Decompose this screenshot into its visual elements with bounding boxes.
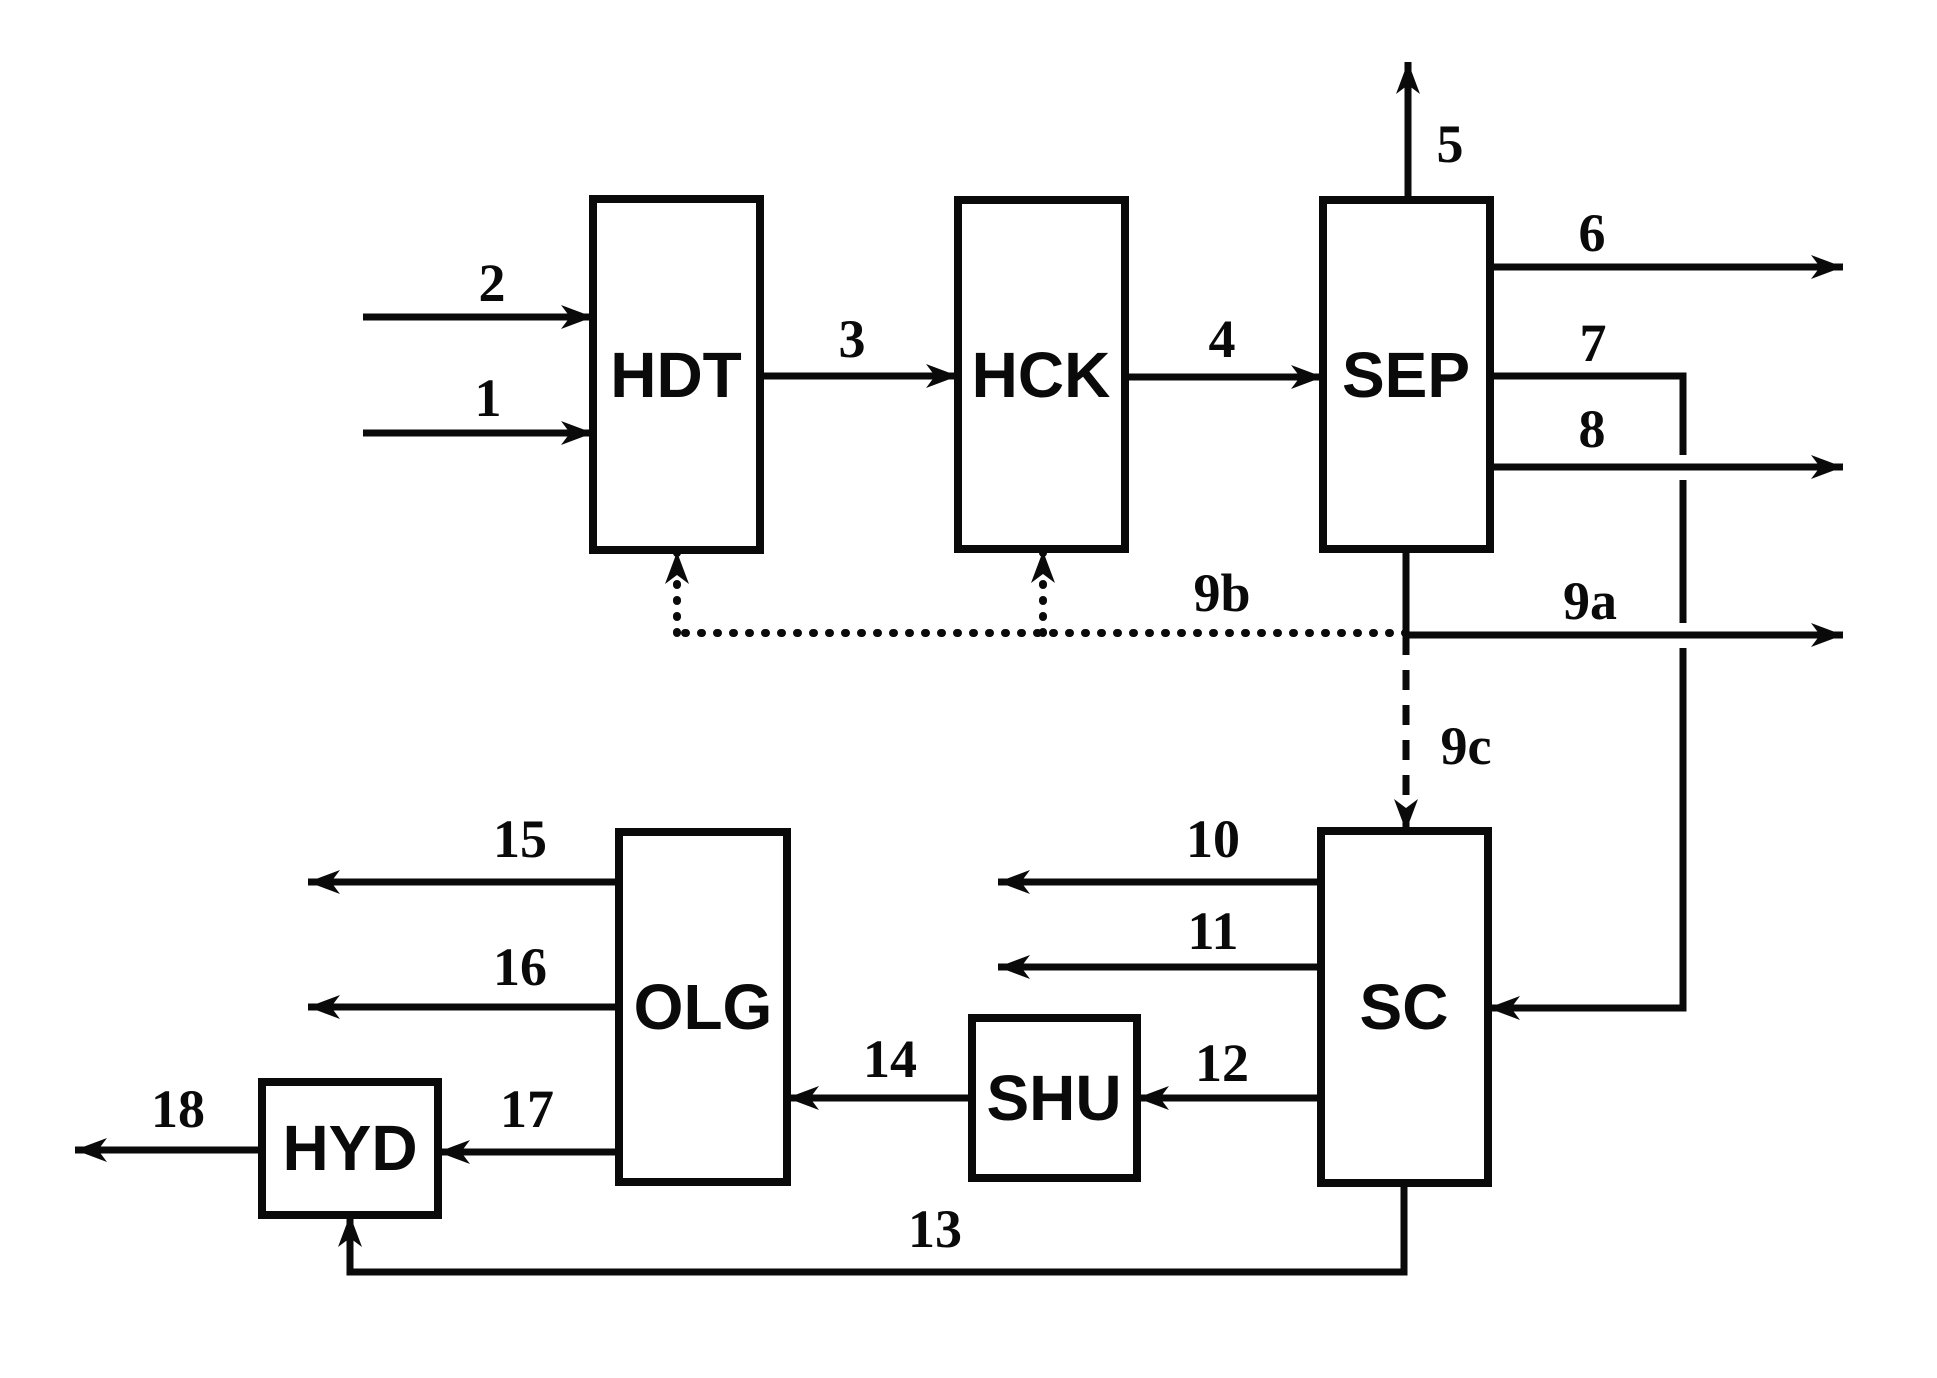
unit-box-hck: HCK <box>954 196 1129 553</box>
sc-box-outline <box>1317 827 1492 1187</box>
stream-label-14: 14 <box>863 1029 917 1089</box>
stream-label-10: 10 <box>1186 809 1240 869</box>
stream-label-8: 8 <box>1579 399 1606 459</box>
stream-line-13 <box>338 1183 1408 1276</box>
olg-box-outline <box>615 828 791 1186</box>
stream-label-9b: 9b <box>1193 563 1250 623</box>
stream-line-7 <box>1488 372 1687 1008</box>
unit-boxes: HDT HCK SEP OLG SHU SC HYD <box>258 195 1494 1219</box>
unit-box-shu: SHU <box>968 1014 1141 1182</box>
unit-box-olg: OLG <box>615 828 791 1186</box>
shu-box-label: SHU <box>986 1062 1121 1134</box>
stream-label-9c: 9c <box>1441 716 1492 776</box>
sep-box-label: SEP <box>1342 339 1470 411</box>
unit-box-hdt: HDT <box>589 195 764 554</box>
stream-label-7: 7 <box>1580 313 1607 373</box>
stream-label-11: 11 <box>1187 901 1238 961</box>
sep-box-outline <box>1319 196 1494 553</box>
unit-box-hyd: HYD <box>258 1078 442 1219</box>
stream-label-1: 1 <box>475 368 502 428</box>
stream-label-18: 18 <box>151 1079 205 1139</box>
olg-box-label: OLG <box>634 971 773 1043</box>
unit-box-sep: SEP <box>1319 196 1494 553</box>
stream-labels: 1 2 3 4 5 6 7 8 9a 9b 9c 10 11 12 13 14 … <box>151 114 1617 1259</box>
hck-box-outline <box>954 196 1129 553</box>
stream-label-15: 15 <box>493 809 547 869</box>
stream-label-16: 16 <box>493 937 547 997</box>
stream-label-12: 12 <box>1195 1033 1249 1093</box>
stream-label-9a: 9a <box>1563 571 1617 631</box>
stream-label-6: 6 <box>1579 203 1606 263</box>
stream-label-3: 3 <box>839 309 866 369</box>
sc-box-label: SC <box>1360 971 1449 1043</box>
streams <box>75 62 1843 1276</box>
hyd-box-outline <box>258 1078 442 1219</box>
hyd-box-label: HYD <box>282 1112 417 1184</box>
stream-label-17: 17 <box>500 1079 554 1139</box>
hdt-box-label: HDT <box>610 339 742 411</box>
stream-label-2: 2 <box>479 253 506 313</box>
stream-label-13: 13 <box>908 1199 962 1259</box>
shu-box-outline <box>968 1014 1141 1182</box>
hck-box-label: HCK <box>972 339 1111 411</box>
unit-box-sc: SC <box>1317 827 1492 1187</box>
hdt-box-outline <box>589 195 764 554</box>
stream-label-4: 4 <box>1209 309 1236 369</box>
stream-label-5: 5 <box>1437 114 1464 174</box>
